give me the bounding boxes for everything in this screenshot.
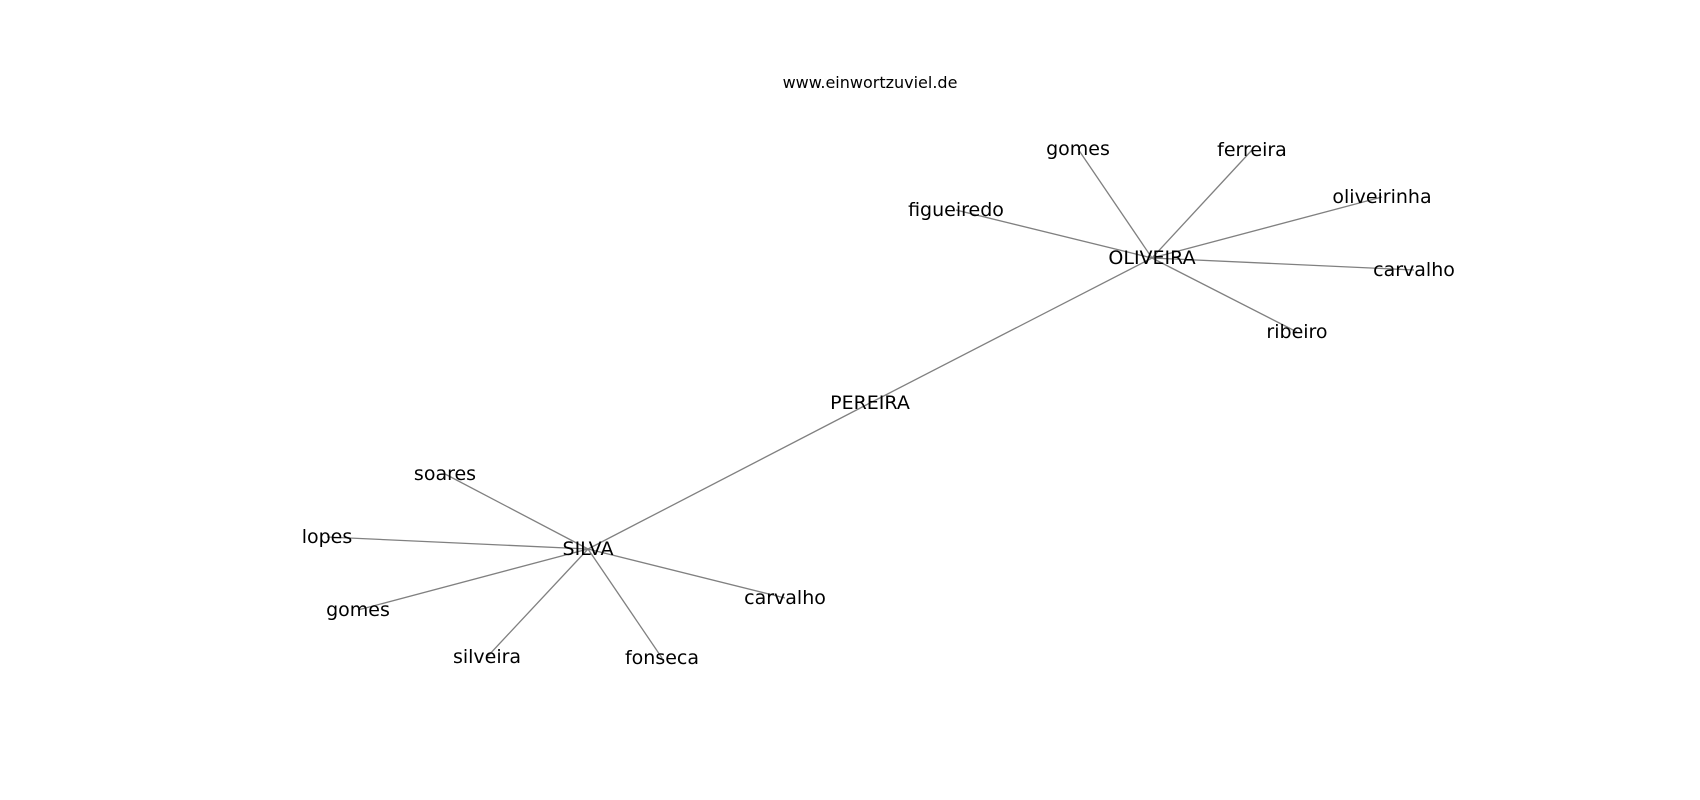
- edge-silva-s_lopes: [326, 536, 589, 550]
- node-label-o-carvalho: carvalho: [1373, 259, 1455, 281]
- node-label-o-ribeiro: ribeiro: [1266, 321, 1327, 343]
- node-label-s-soares: soares: [414, 463, 476, 485]
- edge-silva-s_gomes: [357, 548, 589, 611]
- edge-silva-s_silveira: [486, 548, 589, 658]
- node-label-o-oliveirinha: oliveirinha: [1332, 186, 1431, 208]
- edge-oliveira-o_carvalho: [1151, 257, 1415, 271]
- edge-silva-s_carvalho: [587, 548, 786, 599]
- edge-pereira-oliveira: [869, 257, 1153, 404]
- edge-oliveira-o_ribeiro: [1151, 257, 1298, 333]
- edge-silva-s_fonseca: [587, 548, 663, 659]
- node-label-o-gomes: gomes: [1046, 138, 1110, 160]
- edge-oliveira-o_figueiredo: [955, 209, 1153, 259]
- edge-oliveira-o_ferreira: [1151, 149, 1253, 259]
- edge-pereira-silva: [587, 402, 871, 550]
- node-label-silva: SILVA: [563, 538, 614, 560]
- edge-silva-s_soares: [444, 473, 589, 550]
- edge-oliveira-o_oliveirinha: [1151, 196, 1383, 259]
- node-label-oliveira: OLIVEIRA: [1108, 247, 1195, 269]
- node-label-s-silveira: silveira: [453, 646, 521, 668]
- node-label-o-figueiredo: figueiredo: [908, 199, 1004, 221]
- node-label-s-gomes: gomes: [326, 599, 390, 621]
- nodes-layer: PEREIRA OLIVEIRA SILVA gomes ferreira figueir…: [302, 138, 1455, 669]
- node-label-pereira: PEREIRA: [830, 392, 910, 414]
- node-label-o-ferreira: ferreira: [1217, 139, 1287, 161]
- site-title: www.einwortzuviel.de: [783, 73, 958, 92]
- node-label-s-lopes: lopes: [302, 526, 353, 548]
- edges-layer: [326, 148, 1415, 659]
- node-label-s-carvalho: carvalho: [744, 587, 826, 609]
- node-label-s-fonseca: fonseca: [625, 647, 699, 669]
- edge-oliveira-o_gomes: [1077, 148, 1153, 259]
